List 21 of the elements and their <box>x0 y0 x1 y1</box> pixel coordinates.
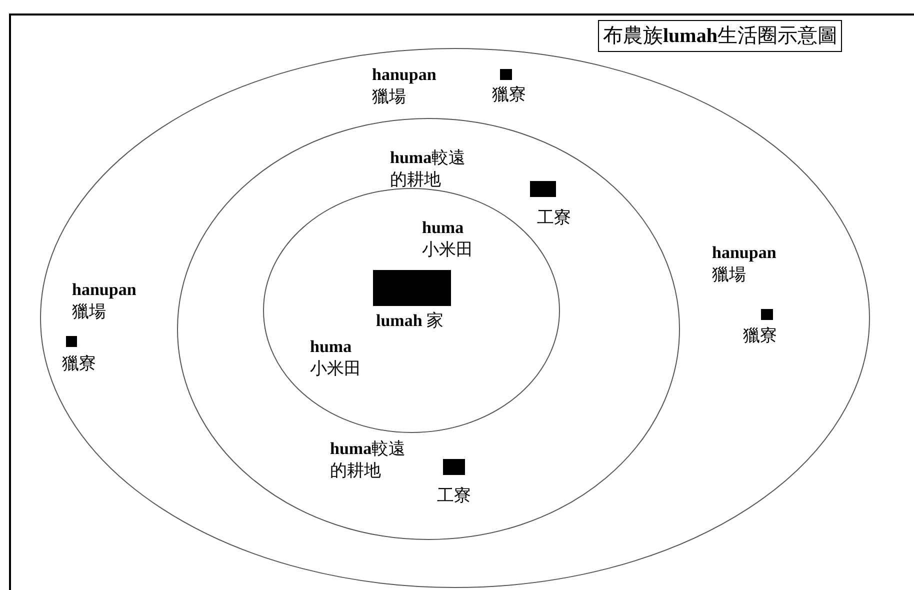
hut-label: 工寮 <box>437 485 471 507</box>
hut-label: 獵寮 <box>492 84 526 106</box>
zone-label: huma較遠的耕地 <box>390 147 467 191</box>
hut-label: 獵寮 <box>62 353 96 375</box>
hut-marker <box>530 181 556 197</box>
hut-label: 獵寮 <box>743 325 777 347</box>
hut-marker <box>443 459 465 475</box>
zone-label: huma較遠的耕地 <box>330 438 407 482</box>
hut-marker <box>761 309 773 320</box>
zone-label: hanupan 獵場 <box>372 64 438 108</box>
hut-label: lumah 家 <box>376 310 444 332</box>
hut-marker <box>66 336 77 347</box>
hut-marker <box>500 69 512 80</box>
zone-ellipse <box>177 118 680 540</box>
hut-marker <box>373 270 451 306</box>
title: 布農族lumah生活圈示意圖 <box>598 20 842 52</box>
hut-label: 工寮 <box>537 207 571 229</box>
zone-label: huma 小米田 <box>310 336 362 380</box>
zone-label: hanupan 獵場 <box>72 279 138 323</box>
zone-label: hanupan 獵場 <box>712 242 778 286</box>
zone-label: huma 小米田 <box>422 217 474 261</box>
